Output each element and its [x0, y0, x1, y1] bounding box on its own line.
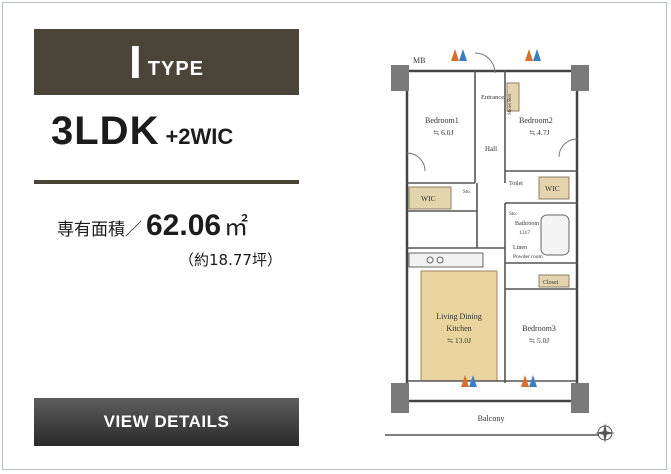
type-banner: I TYPE [34, 29, 299, 95]
area-tsubo: （約18.77坪） [179, 251, 282, 269]
wic-right-label: WIC [545, 184, 560, 193]
wic-left-label: WIC [421, 194, 436, 203]
floor-plan: MB Entrance Shoes Box Hall Bedroom1 ≒ 6.… [385, 43, 635, 448]
ldk-size: ≒ 13.0J [447, 336, 471, 345]
type-letter: I [128, 36, 142, 88]
type-word: TYPE [147, 57, 205, 80]
floor-plan-drawing: MB Entrance Shoes Box Hall Bedroom1 ≒ 6.… [385, 49, 615, 443]
layout-sub: +2WIC [165, 124, 234, 149]
bedroom1-size: ≒ 6.0J [433, 128, 454, 137]
closet-label: Closet [543, 280, 559, 286]
plan-card: I TYPE 3LDK +2WIC 専有面積／ 62.06 ㎡ （約18.77坪… [2, 2, 667, 470]
sto-left-label: Sto. [463, 190, 471, 195]
floor-area: 専有面積／ 62.06 ㎡ [57, 207, 248, 243]
column [391, 65, 409, 91]
area-unit: ㎡ [224, 213, 249, 241]
divider [34, 180, 299, 184]
outer-wall [405, 69, 579, 403]
hall-label: Hall [485, 145, 497, 153]
view-details-button[interactable]: VIEW DETAILS [34, 398, 299, 446]
shoes-box-area [506, 82, 520, 112]
column [571, 65, 589, 91]
bedroom2-name: Bedroom2 [519, 116, 553, 125]
compass-icon [595, 423, 615, 443]
area-label: 専有面積／ [57, 220, 142, 240]
closet-area [538, 274, 570, 288]
toilet-label: Toilet [509, 181, 523, 187]
bathroom-name: Bathroom [515, 221, 539, 227]
wic-right-area [538, 176, 570, 200]
ldk-name-line1: Living Dining [436, 312, 482, 321]
powder-room-label: Powder room [513, 254, 544, 260]
entrance-label: Entrance [481, 94, 504, 101]
layout-main: 3LDK [51, 109, 160, 153]
bathroom-size: 1317 [519, 230, 530, 236]
balcony-label: Balcony [478, 414, 505, 423]
bedroom3-name: Bedroom3 [522, 324, 556, 333]
linen-label: Linen [513, 245, 527, 251]
area-value: 62.06 [146, 209, 222, 242]
layout-type: 3LDK +2WIC [51, 109, 233, 169]
wic-left-area [408, 186, 452, 210]
column [391, 383, 409, 413]
mb-label: MB [413, 56, 425, 65]
column [571, 383, 589, 413]
bedroom2-size: ≒ 4.7J [529, 128, 550, 137]
bedroom1-name: Bedroom1 [425, 116, 459, 125]
bedroom3-size: ≒ 5.0J [529, 336, 550, 345]
shoes-box-label: Shoes Box [508, 93, 513, 115]
sto-right-label: Sto. [509, 212, 517, 217]
ldk-name-line2: Kitchen [446, 324, 471, 333]
